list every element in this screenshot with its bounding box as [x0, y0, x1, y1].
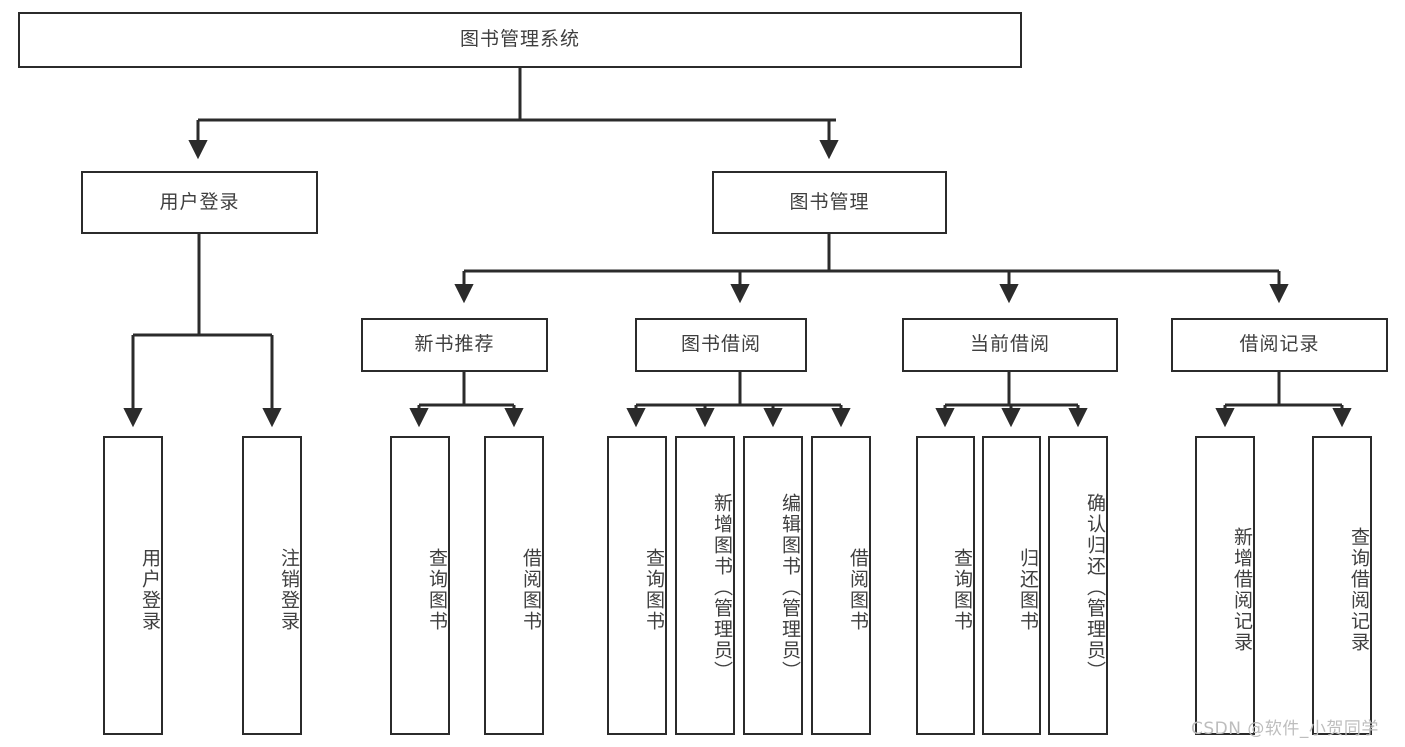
node-label: 查询借阅记录: [1348, 526, 1370, 653]
leaf-new-book-borrow[interactable]: 借阅图书: [484, 436, 544, 735]
leaf-borrow-record-query[interactable]: 查询借阅记录: [1312, 436, 1372, 735]
node-borrow-record[interactable]: 借阅记录: [1171, 318, 1388, 372]
node-book-management[interactable]: 图书管理: [712, 171, 947, 234]
node-label: 查询图书: [426, 547, 448, 632]
leaf-current-borrow-confirm-return[interactable]: 确认归还（管理员）: [1048, 436, 1108, 735]
node-label: 当前借阅: [969, 333, 1050, 356]
leaf-current-borrow-return[interactable]: 归还图书: [982, 436, 1041, 735]
node-label: 借阅图书: [847, 547, 869, 632]
node-label: 归还图书: [1017, 547, 1039, 632]
node-label: 图书管理: [789, 190, 870, 213]
leaf-borrow-record-add[interactable]: 新增借阅记录: [1195, 436, 1255, 735]
leaf-book-borrow-query[interactable]: 查询图书: [607, 436, 667, 735]
node-label: 编辑图书（管理员）: [779, 493, 801, 682]
watermark: CSDN @软件_小贺同学: [1191, 719, 1379, 739]
node-current-borrow[interactable]: 当前借阅: [902, 318, 1118, 372]
node-label: 用户登录: [139, 547, 161, 632]
leaf-book-borrow-edit[interactable]: 编辑图书（管理员）: [743, 436, 803, 735]
leaf-new-book-query[interactable]: 查询图书: [390, 436, 450, 735]
node-label: 确认归还（管理员）: [1084, 493, 1106, 682]
node-label: 注销登录: [278, 547, 300, 632]
leaf-user-login-signin[interactable]: 用户登录: [103, 436, 163, 735]
leaf-book-borrow-add[interactable]: 新增图书（管理员）: [675, 436, 735, 735]
leaf-book-borrow-borrow[interactable]: 借阅图书: [811, 436, 871, 735]
node-label: 新书推荐: [414, 333, 495, 356]
node-label: 新增借阅记录: [1231, 526, 1253, 653]
node-label: 借阅记录: [1239, 333, 1320, 356]
leaf-current-borrow-query[interactable]: 查询图书: [916, 436, 975, 735]
node-root-book-management-system[interactable]: 图书管理系统: [18, 12, 1022, 68]
node-label: 用户登录: [159, 190, 240, 213]
node-label: 查询图书: [643, 547, 665, 632]
node-book-borrow[interactable]: 图书借阅: [635, 318, 807, 372]
leaf-user-login-signout[interactable]: 注销登录: [242, 436, 302, 735]
node-label: 图书管理系统: [459, 28, 580, 51]
node-label: 查询图书: [951, 547, 973, 632]
node-new-book-recommend[interactable]: 新书推荐: [361, 318, 548, 372]
node-label: 新增图书（管理员）: [711, 493, 733, 682]
node-label: 图书借阅: [680, 333, 761, 356]
node-user-login[interactable]: 用户登录: [81, 171, 318, 234]
node-label: 借阅图书: [520, 547, 542, 632]
